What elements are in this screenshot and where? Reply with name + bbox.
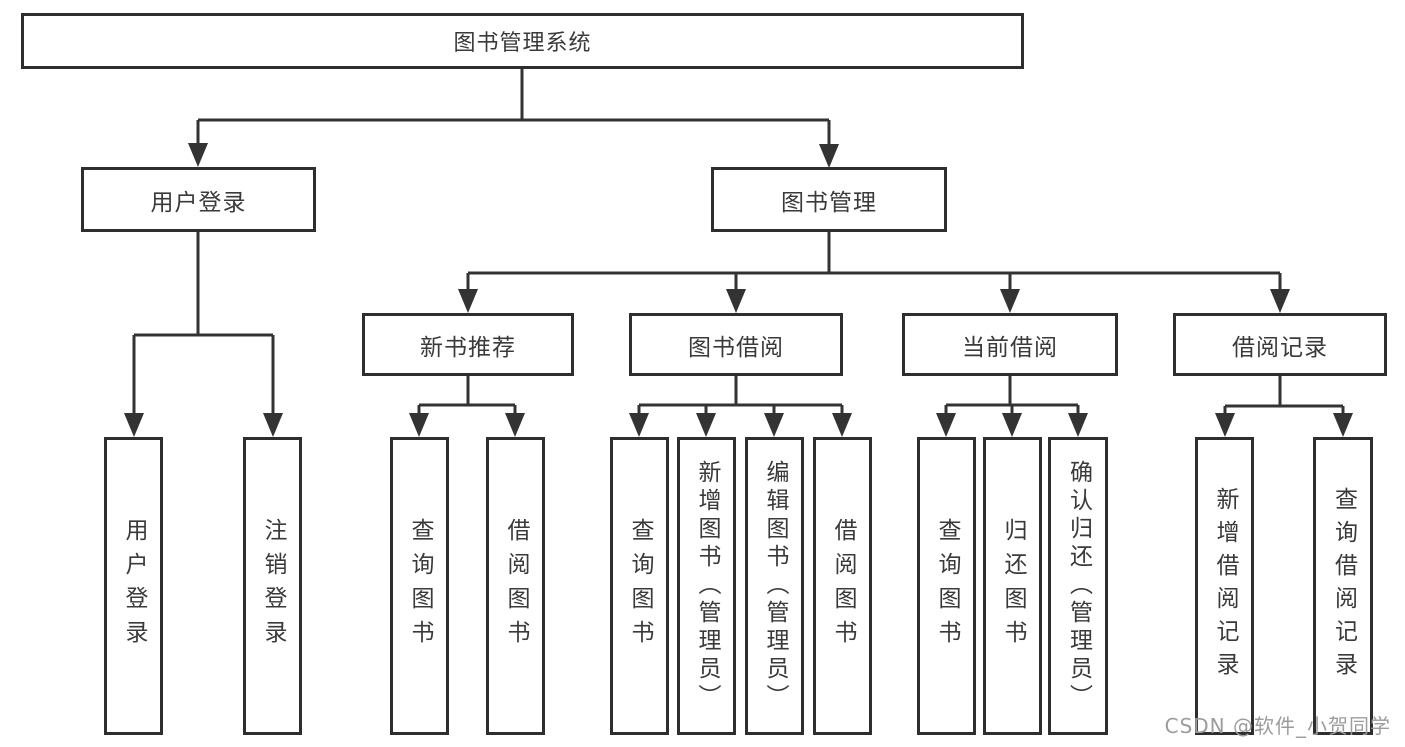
leaf-current-confirm-label: 确认归还（管理员） — [1065, 460, 1092, 712]
leaf-borrow-add-label: 新增图书（管理员） — [694, 460, 720, 712]
leaf-current-return-label: 归还图书 — [1000, 518, 1026, 654]
leaf-newbook-query: 查询图书 — [390, 437, 449, 735]
node-current-borrow: 当前借阅 — [902, 313, 1118, 376]
leaf-current-confirm: 确认归还（管理员） — [1048, 437, 1108, 735]
leaf-logout-label: 注销登录 — [260, 518, 286, 654]
node-current-borrow-label: 当前借阅 — [962, 334, 1058, 361]
leaf-borrow-book-label: 借阅图书 — [830, 518, 856, 654]
connector-current-borrow-to-leaves — [936, 376, 1088, 437]
leaf-current-query-label: 查询图书 — [934, 518, 960, 654]
node-new-book-rec-label: 新书推荐 — [420, 334, 516, 361]
watermark: CSDN @软件_小贺同学 — [1164, 714, 1391, 738]
connector-book-mgmt-to-level3 — [458, 232, 1290, 313]
leaf-newbook-borrow: 借阅图书 — [486, 437, 545, 735]
node-user-login: 用户登录 — [81, 167, 316, 232]
node-book-borrow-label: 图书借阅 — [688, 334, 784, 361]
leaf-borrow-edit: 编辑图书（管理员） — [745, 437, 804, 735]
leaf-newbook-borrow-label: 借阅图书 — [503, 518, 529, 654]
leaf-logout: 注销登录 — [243, 437, 302, 735]
leaf-newbook-query-label: 查询图书 — [407, 518, 433, 654]
node-book-mgmt: 图书管理 — [711, 167, 947, 232]
leaf-user-login-label: 用户登录 — [121, 518, 147, 654]
leaf-borrow-query: 查询图书 — [610, 437, 669, 735]
leaf-record-add: 新增借阅记录 — [1195, 437, 1254, 735]
node-borrow-record-label: 借阅记录 — [1232, 334, 1328, 361]
connector-borrow-record-to-leaves — [1215, 376, 1353, 437]
connector-new-book-to-leaves — [409, 376, 525, 437]
leaf-borrow-book: 借阅图书 — [813, 437, 872, 735]
leaf-current-return: 归还图书 — [983, 437, 1042, 735]
connector-root-to-level2 — [188, 69, 839, 168]
leaf-borrow-edit-label: 编辑图书（管理员） — [762, 460, 788, 712]
node-book-mgmt-label: 图书管理 — [781, 189, 877, 216]
leaf-current-query: 查询图书 — [917, 437, 976, 735]
node-root: 图书管理系统 — [21, 13, 1024, 69]
connector-user-login-to-leaves — [124, 232, 283, 437]
node-borrow-record: 借阅记录 — [1173, 313, 1387, 376]
leaf-user-login: 用户登录 — [104, 437, 163, 735]
leaf-borrow-query-label: 查询图书 — [627, 518, 653, 654]
node-book-borrow: 图书借阅 — [629, 313, 843, 376]
node-new-book-rec: 新书推荐 — [362, 313, 574, 376]
node-root-label: 图书管理系统 — [453, 31, 592, 56]
leaf-record-query: 查询借阅记录 — [1313, 437, 1373, 735]
node-user-login-label: 用户登录 — [150, 189, 247, 216]
connector-book-borrow-to-leaves — [629, 376, 852, 437]
leaf-record-query-label: 查询借阅记录 — [1330, 487, 1357, 685]
leaf-record-add-label: 新增借阅记录 — [1212, 487, 1238, 685]
leaf-borrow-add: 新增图书（管理员） — [677, 437, 736, 735]
